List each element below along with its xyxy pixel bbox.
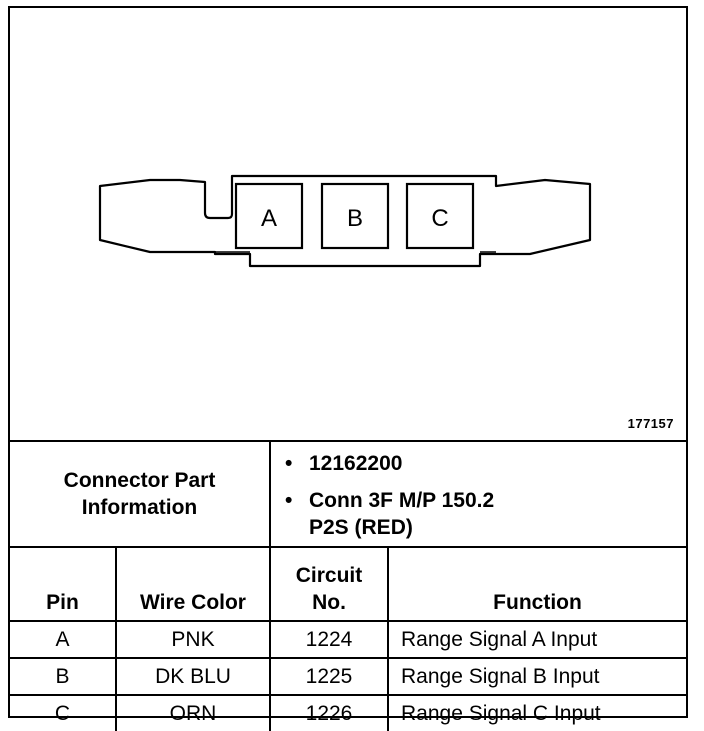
table-row: A PNK 1224 Range Signal A Input	[10, 620, 687, 659]
cell-wire-color: ORN	[115, 694, 271, 731]
bullet-icon: •	[285, 489, 293, 512]
diagram-frame: A B C 177157 Connector Part Information …	[8, 6, 688, 731]
connector-description-line2: P2S (RED)	[309, 516, 413, 539]
cell-wire-color: DK BLU	[115, 657, 271, 696]
cell-circuit: 1225	[269, 657, 389, 696]
cell-wire-color: PNK	[115, 620, 271, 659]
part-number: 12162200	[309, 452, 403, 475]
pin-label-a: A	[261, 205, 277, 232]
bullet-icon: •	[285, 452, 293, 475]
header-pin: Pin	[10, 546, 117, 622]
cell-pin: A	[10, 620, 117, 659]
cell-function: Range Signal A Input	[386, 620, 687, 659]
description-line: • Conn 3F M/P 150.2	[285, 487, 686, 514]
header-function: Function	[386, 546, 687, 622]
part-info-value: • 12162200 • Conn 3F M/P 150.2 P2S (RED)	[268, 440, 687, 548]
header-wire-color: Wire Color	[115, 546, 271, 622]
cell-circuit: 1224	[269, 620, 389, 659]
cell-function: Range Signal B Input	[386, 657, 687, 696]
description-line-2: P2S (RED)	[309, 514, 686, 541]
part-info-label-line2: Information	[81, 496, 198, 519]
pin-cavity-c	[405, 182, 475, 250]
header-circuit-line1: Circuit	[295, 564, 363, 587]
pin-cavity-a	[234, 182, 304, 250]
table-row: B DK BLU 1225 Range Signal B Input	[10, 657, 687, 696]
header-circuit-line2: No.	[312, 591, 346, 614]
cell-function: Range Signal C Input	[386, 694, 687, 731]
pin-cavity-b	[320, 182, 390, 250]
cell-circuit: 1226	[269, 694, 389, 731]
header-circuit-no: Circuit No.	[269, 546, 389, 622]
part-info-label: Connector Part Information	[10, 440, 271, 548]
connector-body-outline	[98, 174, 592, 268]
connector-diagram: A B C 177157	[10, 8, 686, 440]
cell-pin: C	[10, 694, 117, 731]
table-row: C ORN 1226 Range Signal C Input	[10, 694, 687, 731]
part-info-row: Connector Part Information • 12162200 • Co…	[10, 440, 687, 548]
part-info-label-line1: Connector Part	[63, 469, 216, 492]
connector-drawing: A B C	[98, 174, 592, 268]
cell-pin: B	[10, 657, 117, 696]
connector-info-table: Connector Part Information • 12162200 • Co…	[10, 440, 687, 731]
part-number-line: • 12162200	[285, 450, 686, 477]
pin-label-b: B	[347, 205, 363, 232]
pin-label-c: C	[431, 205, 448, 232]
connector-description-line1: Conn 3F M/P 150.2	[309, 489, 495, 512]
figure-number: 177157	[627, 416, 674, 431]
header-row: Pin Wire Color Circuit No. Function	[10, 546, 687, 622]
